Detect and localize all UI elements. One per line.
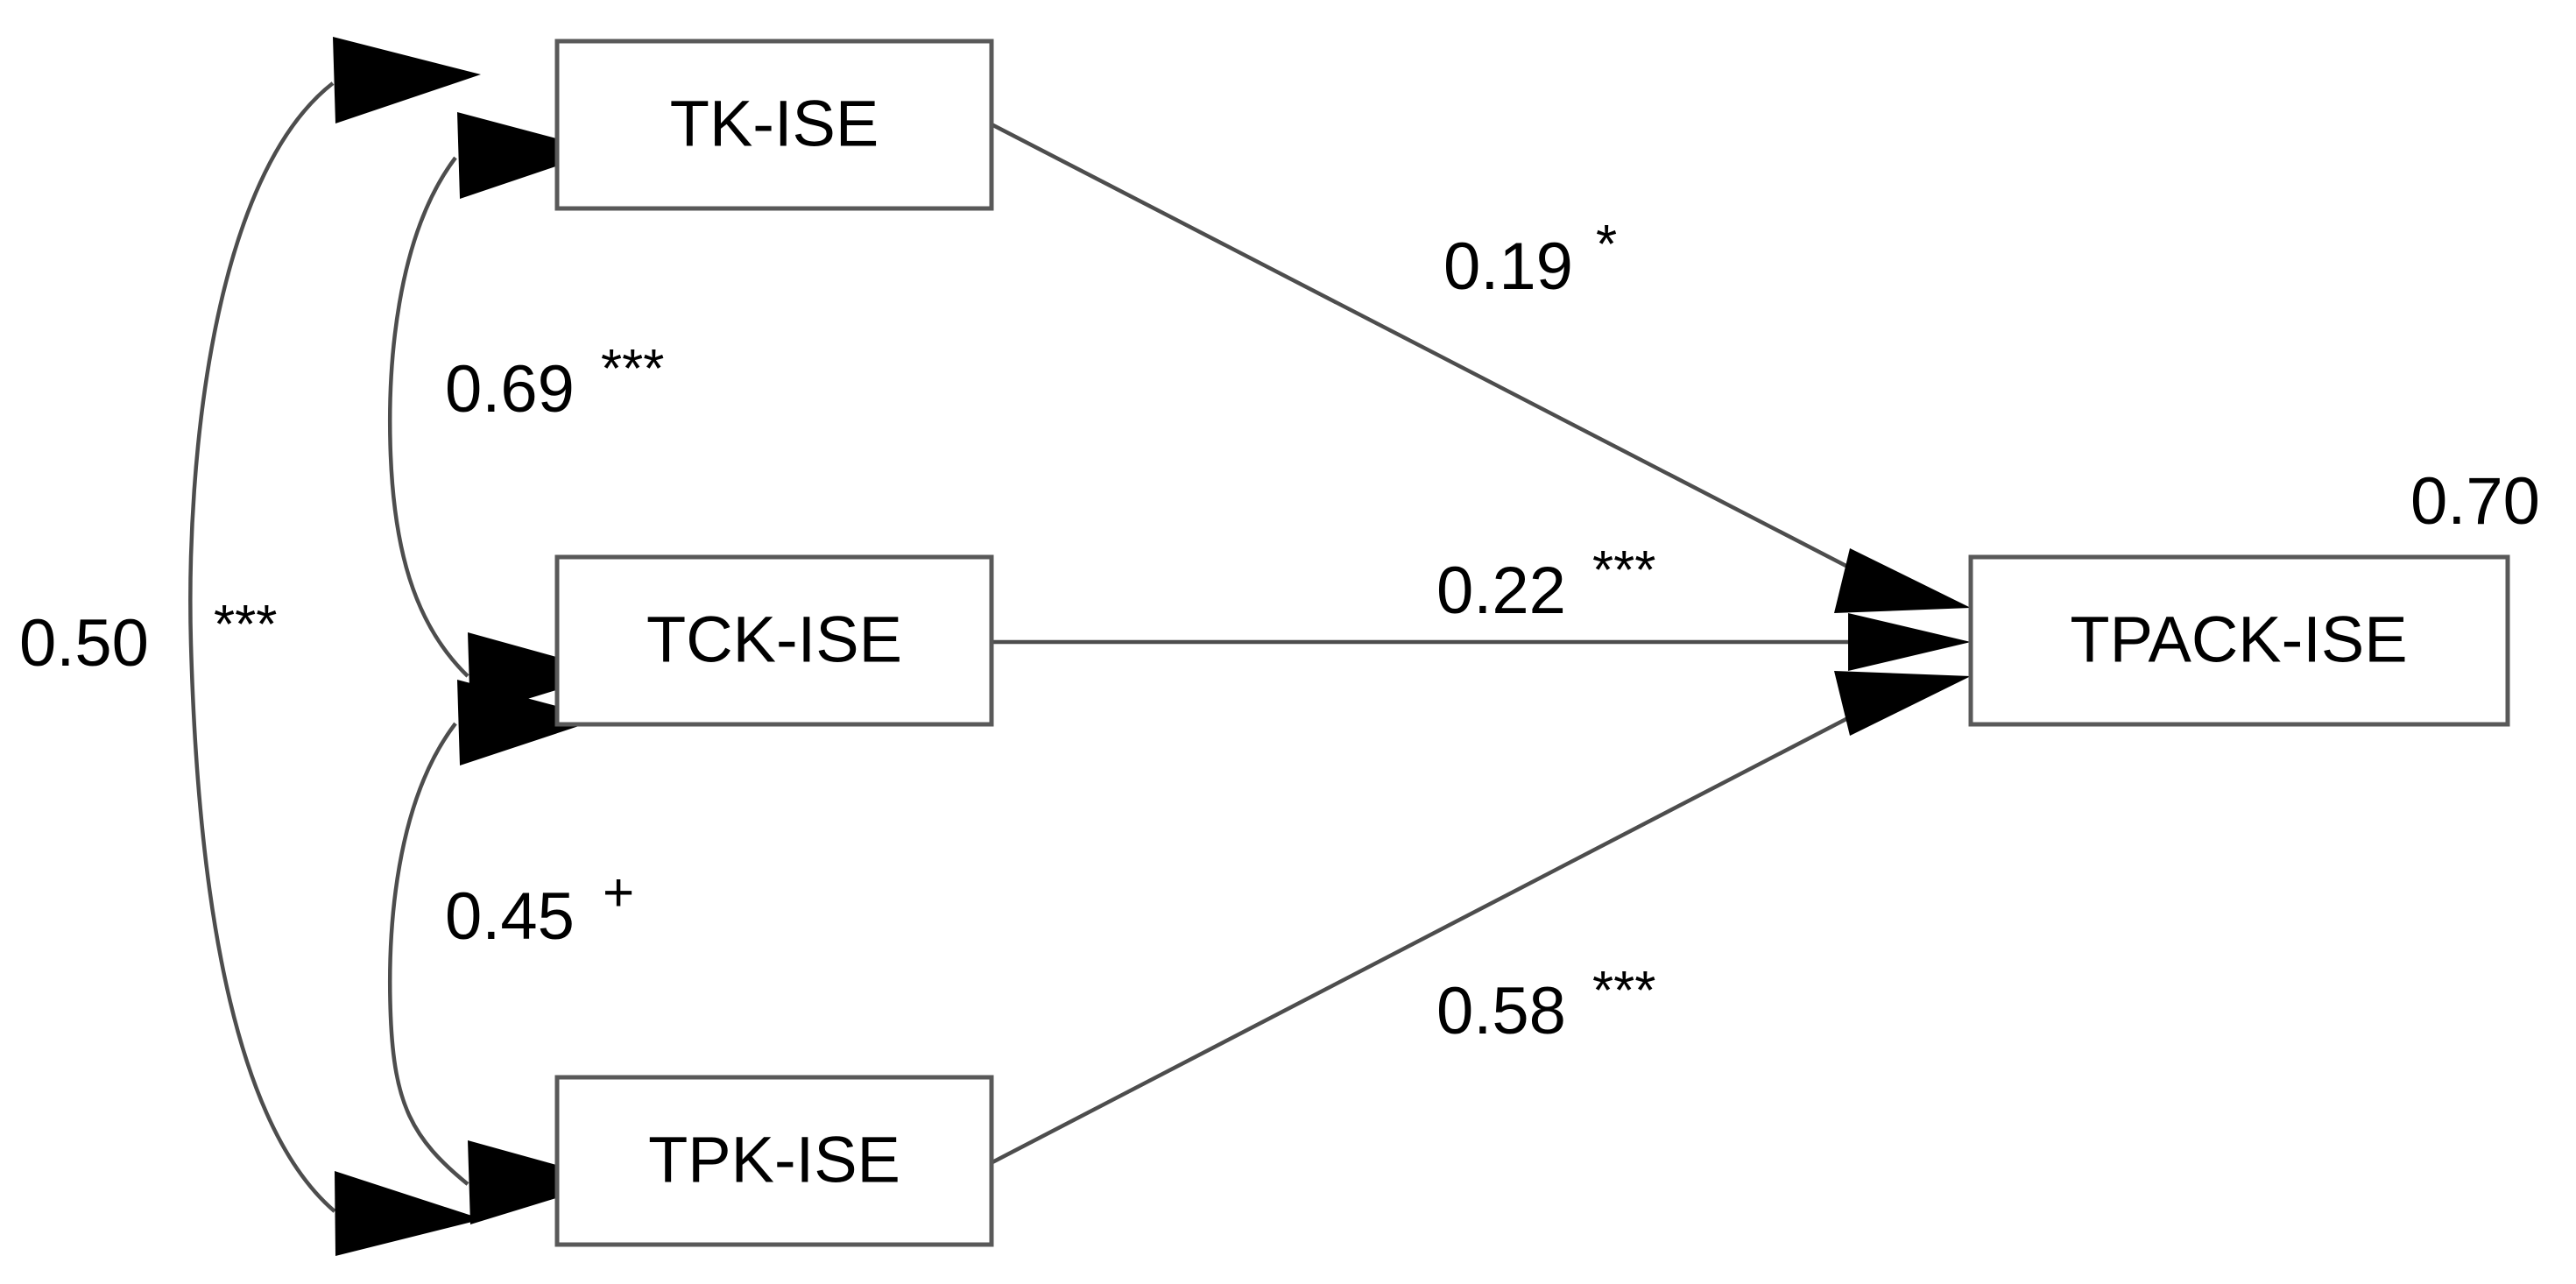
path-line-tk-tpack xyxy=(990,123,1863,575)
coefficient-label-tck-tpack: 0.22 *** xyxy=(1436,540,1655,628)
covariance-path-tck-tpk xyxy=(388,680,613,1224)
covariance-curve-tk-tck xyxy=(388,156,469,678)
significance-marker-tck-tpack: *** xyxy=(1592,540,1655,601)
path-line-tpk-tpack xyxy=(991,709,1863,1164)
directed-path-tck-tpack xyxy=(992,613,1971,671)
arrowhead-tpack-from-tpk xyxy=(1834,671,1971,736)
arrowhead-tk-from-tpk xyxy=(333,37,481,123)
variance-explained-value-tpack: 0.70 xyxy=(2410,464,2540,539)
coefficient-label-tck-tpk: 0.45 + xyxy=(445,863,634,954)
arrowhead-tpack-from-tck xyxy=(1848,613,1971,671)
coefficient-value-tk-tpack: 0.19 xyxy=(1443,229,1573,304)
covariance-path-tk-tpk xyxy=(188,37,483,1256)
coefficient-value-tpk-tpack: 0.58 xyxy=(1436,974,1566,1048)
arrowhead-tpack-from-tk xyxy=(1834,548,1971,613)
significance-marker-tk-tpack: * xyxy=(1596,215,1617,275)
arrowhead-tpk-from-tk xyxy=(335,1171,483,1256)
node-box-tck-ise[interactable] xyxy=(554,554,994,727)
node-label-tpk-ise: TPK-ISE xyxy=(648,1124,900,1196)
covariance-curve-tk-tpk xyxy=(188,81,336,1213)
node-label-tk-ise: TK-ISE xyxy=(670,88,879,160)
significance-marker-tk-tck: *** xyxy=(601,339,664,399)
significance-marker-tk-tpk: *** xyxy=(214,595,277,655)
arrowhead-tpk-from-tck xyxy=(468,1140,613,1224)
node-label-tpack-ise: TPACK-ISE xyxy=(2070,603,2407,676)
coefficient-value-tk-tpk: 0.50 xyxy=(19,606,149,681)
coefficient-label-tk-tpack: 0.19 * xyxy=(1443,215,1617,304)
coefficient-label-tk-tck: 0.69 *** xyxy=(445,339,664,427)
variance-explained-tpack: 0.70 xyxy=(2410,464,2540,539)
node-tck-ise[interactable]: TCK-ISE xyxy=(554,554,994,727)
node-label-tck-ise: TCK-ISE xyxy=(646,603,902,676)
node-tpack-ise[interactable]: TPACK-ISE xyxy=(1968,554,2510,727)
directed-path-tk-tpack xyxy=(990,123,1971,613)
coefficient-value-tck-tpack: 0.22 xyxy=(1436,554,1566,628)
node-box-tpk-ise[interactable] xyxy=(554,1075,994,1247)
coefficient-label-tpk-tpack: 0.58 *** xyxy=(1436,961,1655,1048)
arrowhead-tck-from-tpk xyxy=(457,680,603,765)
coefficient-value-tck-tpk: 0.45 xyxy=(445,879,575,954)
node-box-tpack-ise[interactable] xyxy=(1968,554,2510,727)
node-box-tk-ise[interactable] xyxy=(554,39,994,211)
covariance-curve-tck-tpk xyxy=(388,722,469,1186)
node-tpk-ise[interactable]: TPK-ISE xyxy=(554,1075,994,1247)
coefficient-label-tk-tpk: 0.50 *** xyxy=(19,595,277,681)
directed-path-tpk-tpack xyxy=(991,671,1971,1164)
significance-marker-tck-tpk: + xyxy=(603,863,634,923)
significance-marker-tpk-tpack: *** xyxy=(1592,961,1655,1021)
arrowhead-tk-from-tck xyxy=(457,112,603,199)
node-tk-ise[interactable]: TK-ISE xyxy=(554,39,994,211)
coefficient-value-tk-tck: 0.69 xyxy=(445,352,575,427)
